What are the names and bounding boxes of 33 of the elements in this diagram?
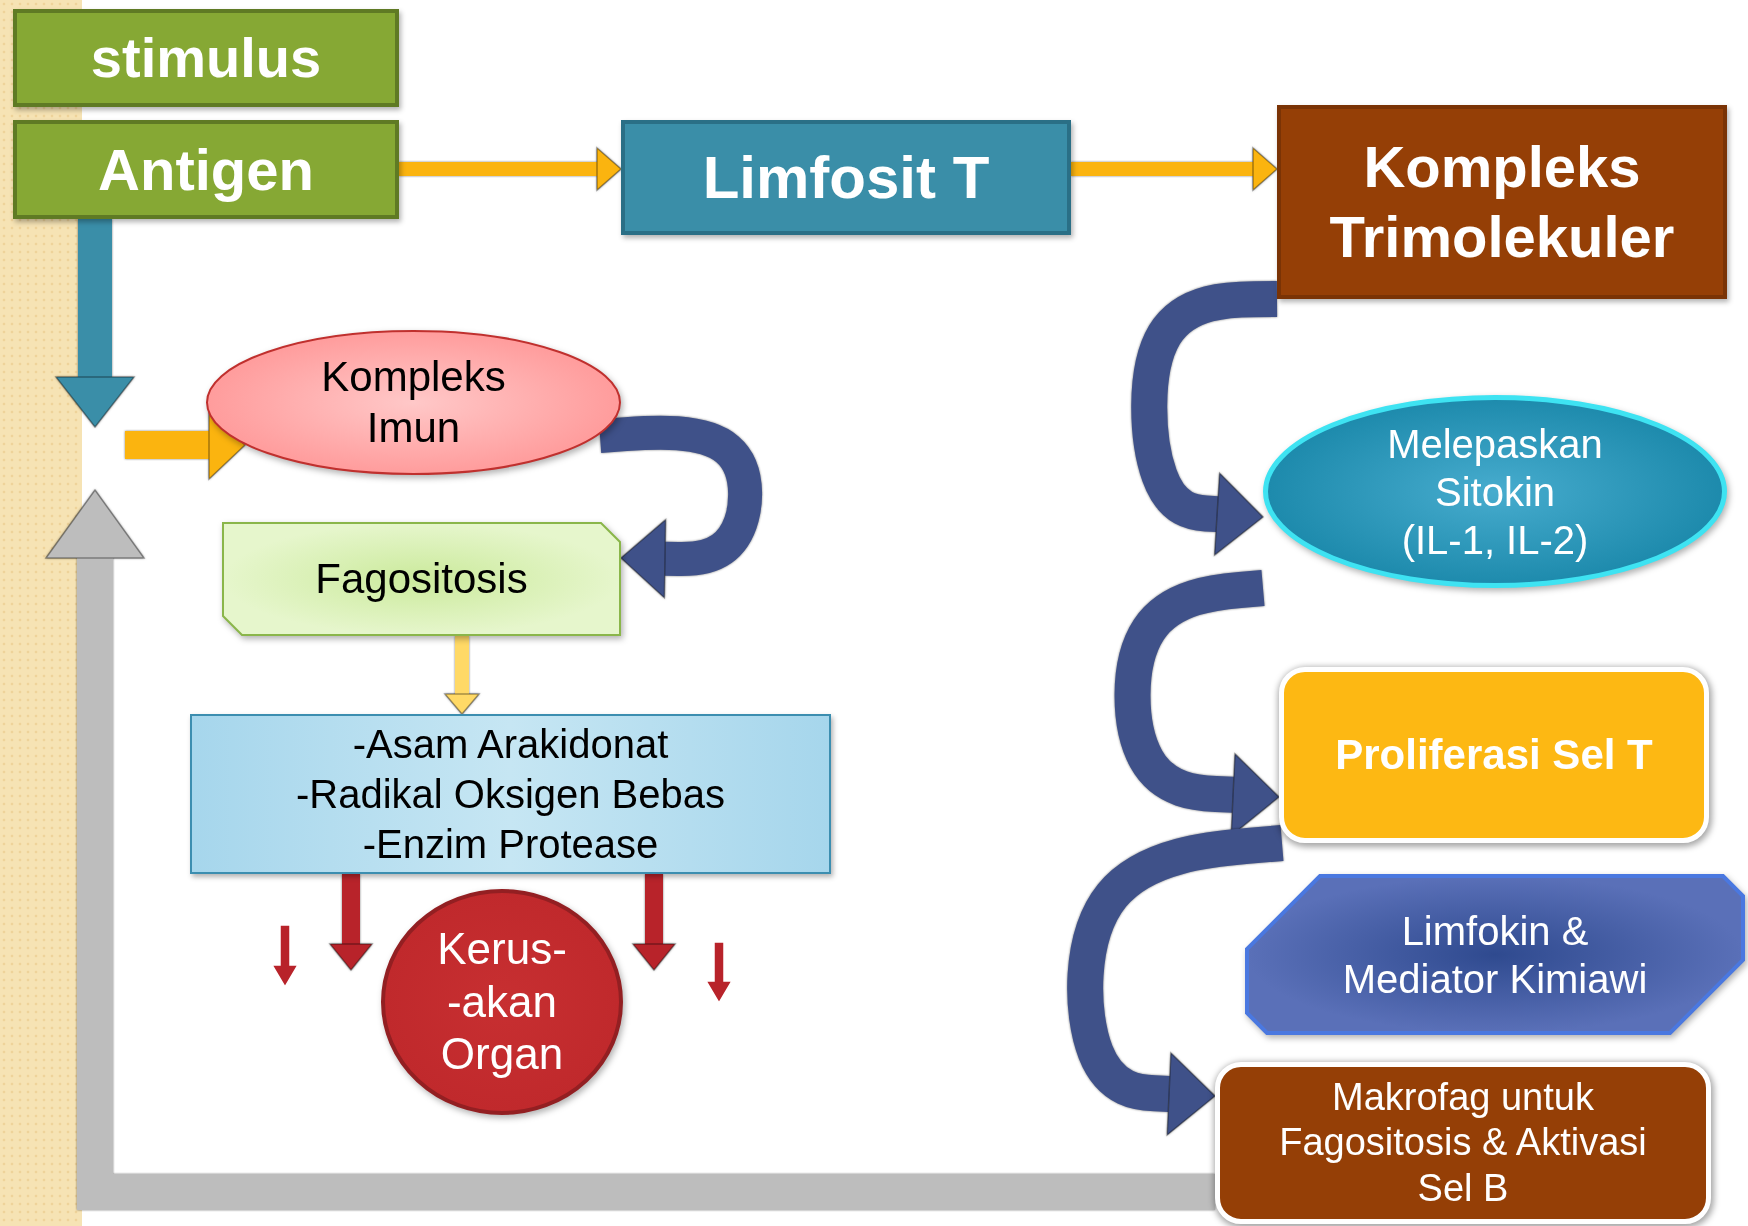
arrow: [55, 219, 135, 428]
arrow: [329, 874, 373, 971]
arrow: [444, 636, 480, 715]
node-label: Makrofag untuk Fagositosis & Aktivasi Sel B: [1278, 1074, 1648, 1211]
node-label: Fagositosis: [315, 553, 528, 604]
node-label: Melepaskan Sitokin: [1386, 420, 1604, 516]
node-label: Antigen: [98, 135, 314, 204]
arrow: [125, 410, 246, 480]
node-label: Kompleks Trimolekuler: [1328, 133, 1676, 271]
node-label: Proliferasi Sel T: [1335, 729, 1653, 780]
arrow: [1071, 147, 1278, 191]
octagon-node: [1245, 874, 1745, 1035]
process-box: [1277, 105, 1727, 299]
arrow: [45, 489, 1215, 1210]
oval-node: [1263, 395, 1727, 588]
node-label: Kompleks Imun: [320, 352, 507, 453]
node-label: Limfokin & Mediator Kimiawi: [1341, 907, 1649, 1003]
node-label: -Enzim Protease: [362, 821, 659, 868]
label-box: [13, 9, 399, 107]
node-label: stimulus: [90, 25, 322, 92]
process-box: [621, 120, 1071, 235]
arrow: [632, 874, 676, 971]
oval-node: [206, 330, 621, 475]
node-label: -Asam Arakidonat: [352, 721, 669, 768]
arrow: [399, 147, 622, 191]
node-label: (IL-1, IL-2): [1401, 516, 1589, 564]
node-label: Kerus- -akan Organ: [436, 922, 568, 1081]
label-box: [13, 120, 399, 219]
snipped-box: [222, 522, 621, 636]
list-box: [190, 714, 831, 874]
circle-node: [381, 889, 623, 1115]
node-label: -Radikal Oksigen Bebas: [295, 771, 726, 818]
node-label: Limfosit T: [702, 142, 990, 213]
